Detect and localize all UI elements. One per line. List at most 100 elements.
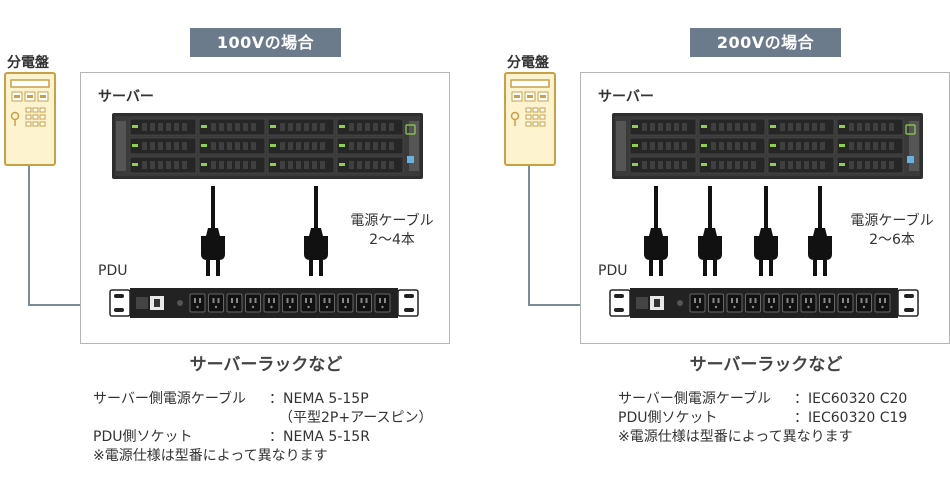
drive-bay [836, 137, 904, 155]
pdu-outlet [337, 293, 354, 313]
led-indicator [701, 144, 707, 147]
cable-label-line1: 電源ケーブル [350, 213, 434, 229]
led-indicator [201, 125, 207, 128]
spec-value: ：IEC60320 C20 [794, 391, 908, 407]
pdu-icon [109, 288, 419, 318]
pdu-outlet [856, 293, 872, 313]
spec-row: サーバー側電源ケーブル ：NEMA 5-15P [93, 390, 369, 409]
spec-key: サーバー側電源ケーブル [618, 391, 772, 407]
drive-bay [336, 118, 404, 136]
led-indicator [839, 163, 845, 166]
drive-bay [336, 137, 404, 155]
drive-bay [198, 137, 266, 155]
pdu-outlet [263, 293, 280, 313]
spec-note: ※電源仕様は型番によって異なります [93, 448, 328, 464]
led-indicator [632, 163, 638, 166]
breaker-to-pdu-wire [528, 165, 610, 306]
spec-key: PDU側ソケット [93, 429, 193, 445]
led-indicator [339, 125, 345, 128]
cable-count-label: 電源ケーブル 2～4本 [332, 212, 452, 250]
led-indicator [339, 144, 345, 147]
led-indicator [132, 144, 138, 147]
spec-key: PDU側ソケット [618, 410, 718, 426]
spec-list: サーバー側電源ケーブル ：IEC60320 C20 PDU側ソケット ：IEC6… [618, 390, 907, 447]
spec-key: サーバー側電源ケーブル [93, 391, 247, 407]
led-indicator [201, 144, 207, 147]
led-indicator [270, 163, 276, 166]
led-indicator [839, 125, 845, 128]
pdu-outlet [708, 293, 724, 313]
breaker-panel-icon [4, 72, 56, 166]
panel-100v: 100Vの場合 分電盤 サーバー 電源ケーブル 2 [4, 28, 452, 466]
spec-value: ：NEMA 5-15P [269, 391, 369, 407]
breaker-to-pdu-wire [28, 165, 110, 306]
pdu-outlet [189, 293, 206, 313]
server-label: サーバー [598, 89, 654, 105]
led-indicator [839, 144, 845, 147]
drive-bay [267, 156, 335, 174]
led-indicator [701, 125, 707, 128]
spec-row: サーバー側電源ケーブル ：IEC60320 C20 [618, 390, 907, 409]
drive-bay [836, 118, 904, 136]
breaker-panel-icon [504, 72, 556, 166]
server-icon [112, 113, 423, 179]
panel-title: 200Vの場合 [690, 28, 841, 57]
led-indicator [770, 163, 776, 166]
pdu-outlet [300, 293, 317, 313]
drive-bay [698, 118, 766, 136]
drive-bay [267, 118, 335, 136]
led-indicator [201, 163, 207, 166]
pdu-outlet [245, 293, 261, 313]
panel-200v: 200Vの場合 分電盤 サーバー 電源ケーブル 2～6本 [500, 0, 950, 480]
pdu-outlet [782, 293, 798, 313]
pdu-outlet [726, 293, 743, 313]
pdu-outlet [319, 293, 335, 313]
led-indicator [701, 163, 707, 166]
drive-bay [767, 137, 835, 155]
pdu-outlet [208, 293, 224, 313]
drive-bay [629, 156, 697, 174]
led-indicator [270, 125, 276, 128]
drive-bay [129, 137, 197, 155]
power-plug-icon [698, 186, 722, 276]
spec-value: ：NEMA 5-15R [269, 429, 370, 445]
cable-count-label: 電源ケーブル 2～6本 [832, 212, 950, 250]
drive-bay [698, 156, 766, 174]
cable-label-line2: 2～6本 [869, 232, 915, 248]
pdu-outlet [226, 293, 243, 313]
pdu-outlet [689, 293, 706, 313]
drive-bay [767, 118, 835, 136]
pdu-label: PDU [598, 263, 628, 279]
breaker-label: 分電盤 [7, 55, 49, 71]
drive-bay [836, 156, 904, 174]
drive-bay [198, 156, 266, 174]
led-indicator [632, 144, 638, 147]
led-indicator [770, 125, 776, 128]
drive-bay [129, 156, 197, 174]
power-plug-icon [201, 186, 225, 276]
power-plug-icon [304, 186, 328, 276]
spec-row: PDU側ソケット ：NEMA 5-15R [93, 428, 370, 447]
drive-bay [267, 137, 335, 155]
drive-bay [198, 118, 266, 136]
spec-value: （平型2P+アースピン） [279, 410, 433, 426]
led-indicator [132, 125, 138, 128]
pdu-outlet [374, 293, 391, 313]
drive-bay [629, 118, 697, 136]
spec-list: サーバー側電源ケーブル ：NEMA 5-15P （平型2P+アースピン） PDU… [93, 390, 433, 466]
spec-row: （平型2P+アースピン） [93, 409, 433, 428]
led-indicator [632, 125, 638, 128]
pdu-outlet [356, 293, 372, 313]
drive-bay [767, 156, 835, 174]
power-plug-icon [644, 186, 668, 276]
drive-bay [129, 118, 197, 136]
spec-value: ：IEC60320 C19 [794, 410, 908, 426]
cable-label-line2: 2～4本 [369, 232, 415, 248]
led-indicator [339, 163, 345, 166]
breaker-label: 分電盤 [507, 55, 549, 71]
cable-label-line1: 電源ケーブル [850, 213, 934, 229]
panel-title: 100Vの場合 [190, 28, 341, 57]
led-indicator [770, 144, 776, 147]
drive-bay [698, 137, 766, 155]
rack-label: サーバーラックなど [689, 355, 843, 375]
